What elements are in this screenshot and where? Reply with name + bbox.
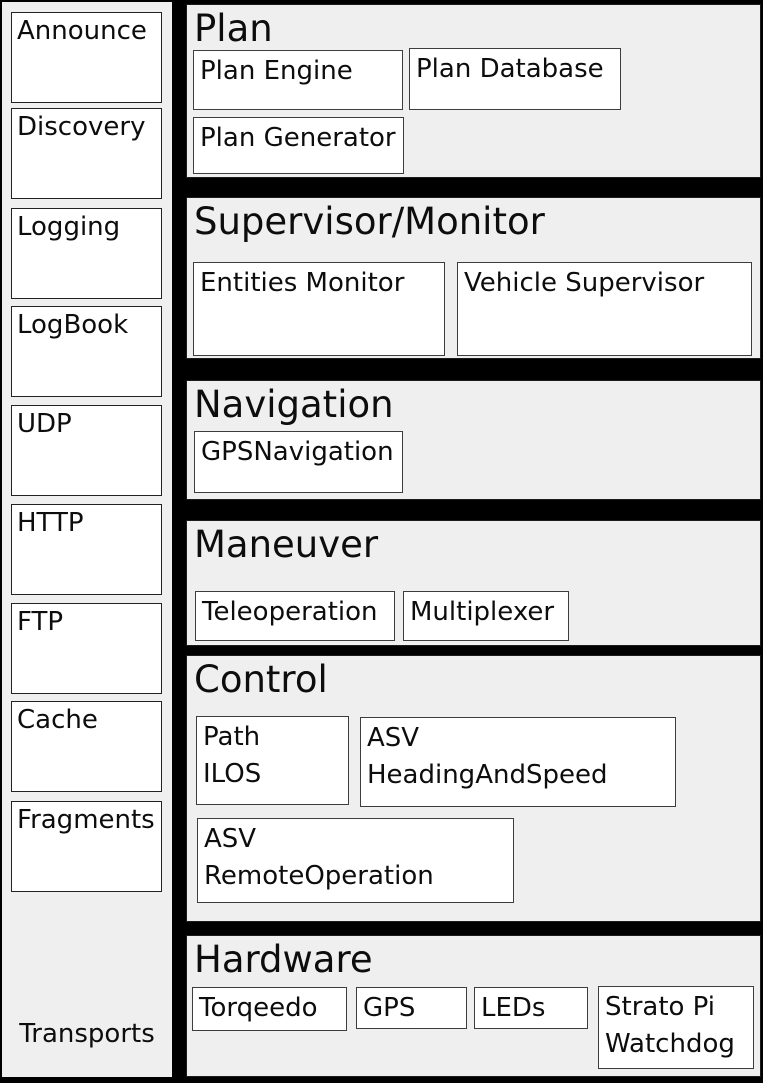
module-multiplexer: Multiplexer <box>403 591 569 641</box>
transport-box-logging: Logging <box>11 208 162 299</box>
module-entities-monitor-label: Entities Monitor <box>200 268 405 298</box>
transport-label-udp: UDP <box>17 409 72 439</box>
transport-label-discovery: Discovery <box>17 112 146 142</box>
transport-label-http: HTTP <box>17 508 84 538</box>
module-plan-engine: Plan Engine <box>193 50 403 110</box>
module-gps-label: GPS <box>363 993 416 1023</box>
transports-panel: Announce Discovery Logging LogBook UDP H… <box>2 2 172 1077</box>
module-asv-remote-operation-label: ASV RemoteOperation <box>204 824 434 891</box>
section-plan: Plan Plan Engine Plan Database Plan Gene… <box>186 4 761 178</box>
module-plan-generator: Plan Generator <box>193 117 404 174</box>
module-strato-pi-watchdog: Strato Pi Watchdog <box>598 986 754 1069</box>
section-control: Control Path ILOS ASV HeadingAndSpeed AS… <box>186 655 761 922</box>
module-torqeedo: Torqeedo <box>192 987 347 1031</box>
transport-label-logbook: LogBook <box>17 310 129 340</box>
section-supervisor-monitor: Supervisor/Monitor Entities Monitor Vehi… <box>186 197 761 359</box>
module-entities-monitor: Entities Monitor <box>193 262 445 356</box>
module-asv-heading-and-speed: ASV HeadingAndSpeed <box>360 717 676 807</box>
transport-label-ftp: FTP <box>17 607 64 637</box>
module-asv-remote-operation: ASV RemoteOperation <box>197 818 514 903</box>
module-teleoperation: Teleoperation <box>195 591 395 641</box>
section-maneuver-title: Maneuver <box>194 523 379 566</box>
module-plan-generator-label: Plan Generator <box>200 123 396 153</box>
section-navigation-title: Navigation <box>194 383 394 426</box>
module-plan-database: Plan Database <box>409 48 621 110</box>
module-multiplexer-label: Multiplexer <box>410 597 555 627</box>
module-vehicle-supervisor: Vehicle Supervisor <box>457 262 752 356</box>
transport-box-udp: UDP <box>11 405 162 496</box>
section-hardware: Hardware Torqeedo GPS LEDs Strato Pi Wat… <box>186 935 761 1077</box>
module-teleoperation-label: Teleoperation <box>202 597 378 627</box>
transport-box-cache: Cache <box>11 701 162 792</box>
section-hardware-title: Hardware <box>194 938 373 981</box>
module-leds-label: LEDs <box>481 993 546 1023</box>
section-navigation: Navigation GPSNavigation <box>186 380 761 500</box>
transport-box-logbook: LogBook <box>11 306 162 397</box>
section-supervisor-monitor-title: Supervisor/Monitor <box>194 200 545 243</box>
transport-box-discovery: Discovery <box>11 108 162 199</box>
module-gps-navigation: GPSNavigation <box>194 431 403 493</box>
transport-box-announce: Announce <box>11 12 162 103</box>
module-strato-pi-watchdog-label: Strato Pi Watchdog <box>605 992 735 1059</box>
module-path-ilos-label: Path ILOS <box>203 722 262 789</box>
transport-box-ftp: FTP <box>11 603 162 694</box>
transport-label-fragments: Fragments <box>17 805 155 835</box>
transport-label-announce: Announce <box>17 16 147 46</box>
module-vehicle-supervisor-label: Vehicle Supervisor <box>464 268 705 298</box>
module-plan-database-label: Plan Database <box>416 54 604 84</box>
transport-box-http: HTTP <box>11 504 162 595</box>
module-gps: GPS <box>356 987 467 1029</box>
module-torqeedo-label: Torqeedo <box>199 993 318 1023</box>
section-plan-title: Plan <box>194 7 273 50</box>
section-maneuver: Maneuver Teleoperation Multiplexer <box>186 520 761 646</box>
module-path-ilos: Path ILOS <box>196 716 349 805</box>
module-leds: LEDs <box>474 987 588 1029</box>
module-plan-engine-label: Plan Engine <box>200 56 353 86</box>
transport-label-cache: Cache <box>17 705 98 735</box>
transport-label-logging: Logging <box>17 212 121 242</box>
module-gps-navigation-label: GPSNavigation <box>201 437 394 467</box>
module-asv-heading-and-speed-label: ASV HeadingAndSpeed <box>367 723 608 790</box>
transport-box-fragments: Fragments <box>11 801 162 892</box>
section-control-title: Control <box>194 658 328 701</box>
transports-panel-title: Transports <box>19 1019 155 1049</box>
